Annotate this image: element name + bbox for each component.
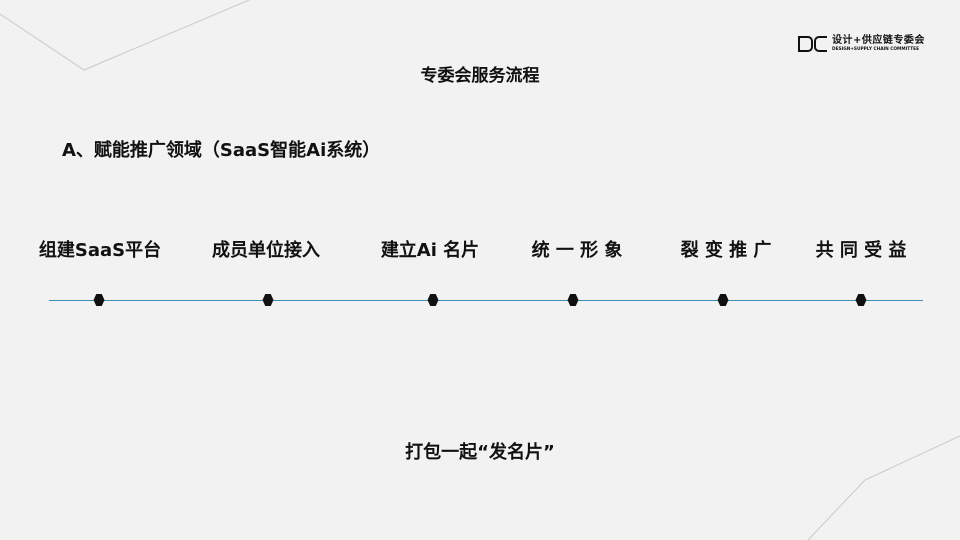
- committee-logo: 设计+供应链专委会 DESIGN+SUPPLY CHAIN COMMITTEE: [798, 33, 930, 55]
- timeline-node-3: [427, 294, 439, 306]
- logo-english-name: DESIGN+SUPPLY CHAIN COMMITTEE: [832, 46, 920, 52]
- timeline-node-5: [717, 294, 729, 306]
- step-label-4: 统 一 形 象: [531, 240, 623, 261]
- step-label-3: 建立Ai 名片: [380, 240, 480, 261]
- step-label-1: 组建SaaS平台: [38, 240, 162, 261]
- step-label-2: 成员单位接入: [212, 240, 320, 261]
- timeline-node-1: [93, 294, 105, 306]
- timeline-node-2: [262, 294, 274, 306]
- slide-title: 专委会服务流程: [420, 66, 540, 86]
- footer-slogan: 打包一起“发名片”: [405, 442, 555, 463]
- dc-logo-icon: [798, 36, 828, 52]
- step-label-5: 裂 变 推 广: [680, 240, 772, 261]
- timeline-node-6: [855, 294, 867, 306]
- logo-chinese-name: 设计+供应链专委会: [832, 34, 925, 46]
- process-timeline: [49, 300, 923, 301]
- step-label-6: 共 同 受 益: [815, 240, 907, 261]
- section-heading: A、赋能推广领域（SaaS智能Ai系统）: [62, 140, 381, 161]
- timeline-node-4: [567, 294, 579, 306]
